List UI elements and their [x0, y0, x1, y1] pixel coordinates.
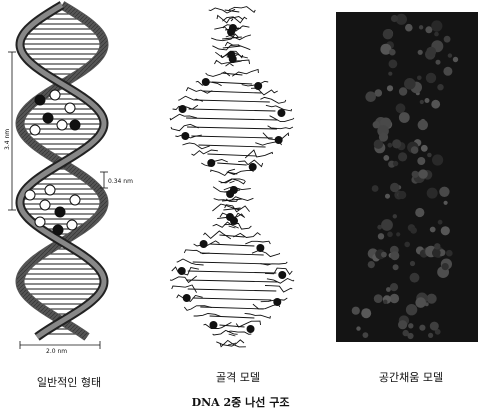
caption-space-filling-model: 공간채움 모델: [356, 369, 466, 385]
helix-ribbon-diagram: 3.4 nm 0.34 nm 2.0 nm: [0, 0, 150, 370]
base-pair-rungs: [20, 9, 104, 334]
backbone-strand-b-hatch: [20, 5, 104, 337]
space-filling-atoms: [352, 14, 459, 339]
caption-general-form: 일반적인 형태: [14, 374, 124, 390]
rise-label: 0.34 nm: [108, 178, 133, 185]
backbone-strand-b: [20, 5, 104, 337]
figure-title: DNA 2중 나선 구조: [0, 394, 481, 410]
pitch-label: 3.4 nm: [4, 129, 11, 150]
skeletal-model-diagram: [168, 0, 298, 355]
space-filling-texture: [336, 12, 478, 342]
caption-skeletal-model: 골격 모델: [188, 369, 288, 385]
backbone-strand-a-hatch: [20, 5, 104, 337]
backbone-strand-a: [20, 5, 104, 337]
width-label: 2.0 nm: [46, 348, 67, 355]
